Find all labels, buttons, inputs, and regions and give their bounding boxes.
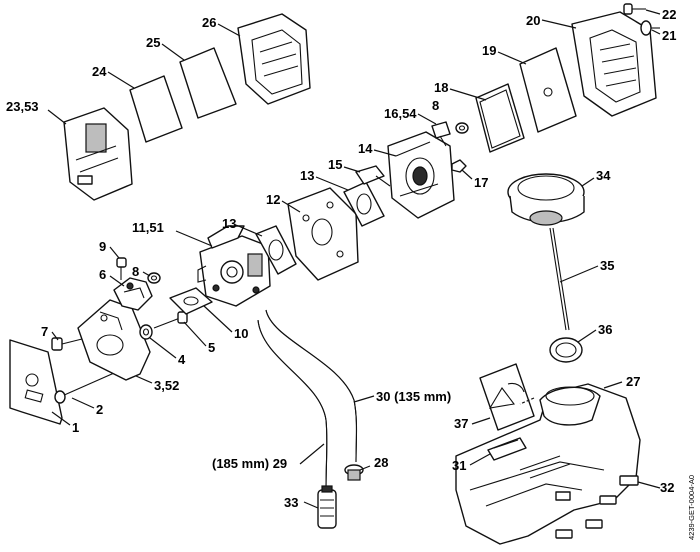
callout-18: 18 bbox=[434, 80, 448, 95]
part-16-screw bbox=[431, 121, 451, 147]
callout-21: 21 bbox=[662, 28, 676, 43]
part-10-gasket bbox=[169, 287, 213, 315]
part-22-screw bbox=[623, 3, 646, 15]
callout-13-left: 13 bbox=[222, 216, 236, 231]
part-1-gasket bbox=[9, 339, 63, 425]
part-13-gasket-left bbox=[255, 225, 297, 275]
part-18-filter bbox=[475, 83, 525, 153]
callout-25: 25 bbox=[146, 35, 160, 50]
callout-35: 35 bbox=[600, 258, 614, 273]
callout-31: 31 bbox=[452, 458, 466, 473]
part-20-cover bbox=[571, 11, 657, 117]
callout-23-53: 23,53 bbox=[6, 99, 39, 114]
part-21-knob bbox=[640, 20, 660, 36]
callout-1: 1 bbox=[72, 420, 79, 435]
callout-5: 5 bbox=[208, 340, 215, 355]
part-24-filter bbox=[129, 75, 183, 143]
callout-37: 37 bbox=[454, 416, 468, 431]
callout-7: 7 bbox=[41, 324, 48, 339]
part-25-filter bbox=[179, 47, 237, 119]
callout-27: 27 bbox=[626, 374, 640, 389]
part-34-tank-cap bbox=[507, 173, 585, 226]
part-14-housing bbox=[387, 131, 455, 219]
callout-labels: 1 2 3,52 4 5 6 7 8 9 10 11,51 12 13 13 1… bbox=[6, 7, 696, 540]
part-17-nut bbox=[451, 159, 467, 173]
callout-16-54: 16,54 bbox=[384, 106, 417, 121]
callout-29: (185 mm) 29 bbox=[212, 456, 287, 471]
part-37-label bbox=[479, 363, 535, 431]
callout-19: 19 bbox=[482, 43, 496, 58]
callout-32: 32 bbox=[660, 480, 674, 495]
part-5-screw bbox=[153, 311, 188, 329]
callout-13-right: 13 bbox=[300, 168, 314, 183]
leader-lines bbox=[47, 9, 661, 509]
part-33-fuel-filter bbox=[317, 485, 337, 529]
callout-26: 26 bbox=[202, 15, 216, 30]
callout-8-left: 8 bbox=[132, 264, 139, 279]
callout-11-51: 11,51 bbox=[132, 220, 164, 235]
callout-3-52: 3,52 bbox=[154, 378, 179, 393]
callout-28: 28 bbox=[374, 455, 388, 470]
part-19-filter-element bbox=[519, 47, 577, 133]
callout-9: 9 bbox=[99, 239, 106, 254]
part-9-screw bbox=[116, 257, 127, 280]
callout-10: 10 bbox=[234, 326, 248, 341]
part-35-strap bbox=[549, 227, 570, 331]
part-7-screw bbox=[51, 337, 87, 351]
part-4-spacer bbox=[139, 324, 153, 340]
callout-34: 34 bbox=[596, 168, 611, 183]
callout-22: 22 bbox=[662, 7, 676, 22]
callout-30: 30 (135 mm) bbox=[376, 389, 451, 404]
part-8-washer-left bbox=[147, 272, 161, 284]
callout-12: 12 bbox=[266, 192, 280, 207]
callout-14: 14 bbox=[358, 141, 373, 156]
callout-4: 4 bbox=[178, 352, 186, 367]
part-15-choke-shaft bbox=[355, 165, 391, 187]
callout-2: 2 bbox=[96, 402, 103, 417]
part-27-fuel-tank bbox=[455, 383, 641, 545]
part-26-cover bbox=[237, 13, 311, 105]
callout-6: 6 bbox=[99, 267, 106, 282]
part-31-pad bbox=[487, 437, 527, 461]
part-30-fuel-hose bbox=[265, 309, 358, 463]
part-23-filter-base bbox=[63, 107, 133, 201]
part-28-valve bbox=[344, 464, 364, 481]
part-8-washer-right bbox=[455, 122, 469, 134]
callout-36: 36 bbox=[598, 322, 612, 337]
callout-33: 33 bbox=[284, 495, 298, 510]
part-36-ring bbox=[549, 337, 583, 363]
callout-20: 20 bbox=[526, 13, 540, 28]
part-13-gasket-right bbox=[343, 181, 385, 227]
callout-17: 17 bbox=[474, 175, 488, 190]
part-3-flange bbox=[77, 299, 151, 381]
part-29-fuel-hose bbox=[257, 319, 328, 491]
part-11-carburetor bbox=[197, 225, 271, 307]
drawing-code: 4239-GET-0004-A0 bbox=[687, 475, 696, 540]
part-32-pads bbox=[555, 475, 639, 539]
part-12-plate bbox=[287, 187, 359, 281]
callout-15: 15 bbox=[328, 157, 342, 172]
callout-8-right: 8 bbox=[432, 98, 439, 113]
callout-24: 24 bbox=[92, 64, 107, 79]
